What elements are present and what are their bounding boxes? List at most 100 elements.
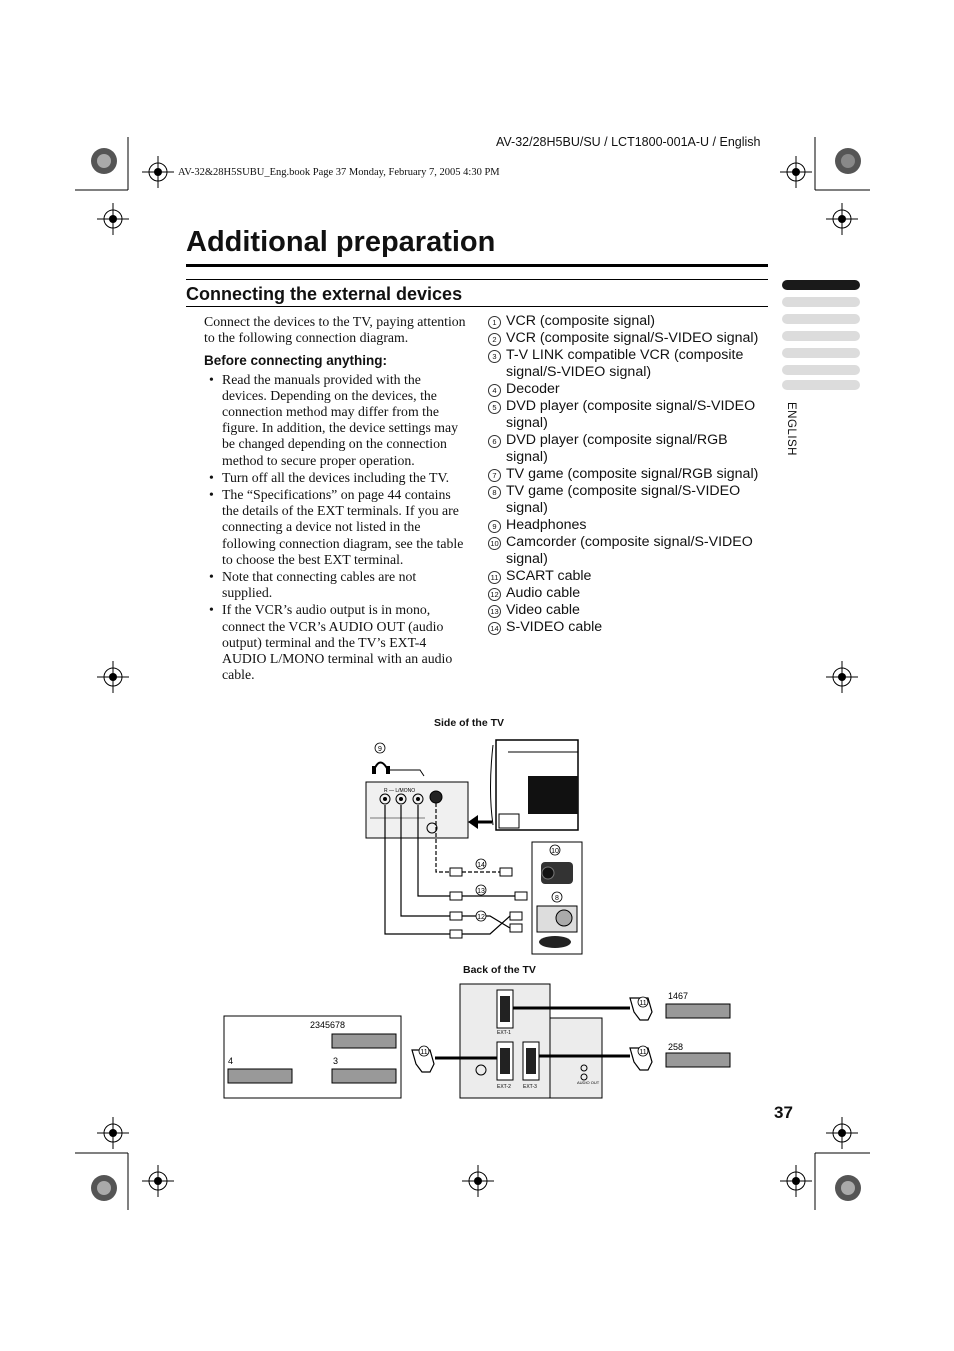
legend-text: VCR (composite signal/S-VIDEO signal) <box>506 330 759 346</box>
page-number: 37 <box>774 1103 793 1122</box>
language-tab <box>782 365 860 375</box>
notes-list: Read the manuals provided with the devic… <box>204 372 466 684</box>
legend-text: Video cable <box>506 602 580 618</box>
legend-text: Headphones <box>506 517 587 533</box>
legend-number: 2 <box>488 333 501 346</box>
legend-item: 10 Camcorder (composite signal/S-VIDEO si… <box>488 534 770 568</box>
callout-audio-cable: 12 <box>477 914 485 921</box>
legend-text: VCR (composite signal) <box>506 313 656 329</box>
instructions-column: Connect the devices to the TV, paying at… <box>204 314 466 684</box>
legend-item: 1 VCR (composite signal) <box>488 313 770 330</box>
callout-scart-cable: 11 <box>639 1049 646 1056</box>
legend-number: 6 <box>488 435 501 448</box>
section-heading: Connecting the external devices <box>186 284 463 304</box>
legend-number: 7 <box>488 469 501 482</box>
legend-number: 4 <box>488 384 501 397</box>
language-tab <box>782 297 860 307</box>
callout-tvlink-vcr: 3 <box>333 1056 338 1066</box>
legend-item: 14 S-VIDEO cable <box>488 619 770 636</box>
side-terminal-panel: R — L/MONO <box>365 781 469 839</box>
section-header: Connecting the external devices <box>186 279 768 307</box>
tv-back-panel: EXT-1 EXT-2 EXT-3 AUDIO OUT <box>459 983 603 1099</box>
language-tab <box>782 331 860 341</box>
cable-plugs <box>449 867 528 939</box>
page-title: Additional preparation <box>186 226 496 258</box>
ext3-device-group: 258 <box>665 1042 731 1068</box>
side-devices-frame: 10 8 <box>531 841 583 955</box>
legend-text: S-VIDEO cable <box>506 619 603 635</box>
ext1-device-group: 1467 <box>665 991 731 1019</box>
crosshair-target-icons <box>97 156 858 1197</box>
ext2-label: EXT-2 <box>497 1084 511 1090</box>
legend-number: 11 <box>488 571 501 584</box>
legend-number: 8 <box>488 486 501 499</box>
print-info-line: AV-32&28H5SUBU_Eng.book Page 37 Monday, … <box>178 167 500 178</box>
legend-number: 1 <box>488 316 501 329</box>
legend-number: 10 <box>488 537 501 550</box>
side-cables <box>384 803 515 935</box>
document-reference: AV-32/28H5BU/SU / LCT1800-001A-U / Engli… <box>496 135 761 149</box>
legend-text: TV game (composite signal/S-VIDEO signal… <box>506 483 741 516</box>
legend-text: Camcorder (composite signal/S-VIDEO sign… <box>506 534 753 567</box>
note-item: Note that connecting cables are not supp… <box>204 569 466 601</box>
device-legend: 1 VCR (composite signal) 2 VCR (composite … <box>488 313 770 636</box>
callout-decoder: 4 <box>228 1056 233 1066</box>
callout-svideo-cable: 14 <box>477 862 485 869</box>
callout-ext3-devices: 258 <box>668 1042 683 1052</box>
callout-headphones: 9 <box>378 746 382 753</box>
language-tab <box>782 314 860 324</box>
legend-text: Decoder <box>506 381 560 397</box>
callout-video-cable: 13 <box>477 888 485 895</box>
before-connecting-heading: Before connecting anything: <box>204 353 388 369</box>
callout-ext1-devices: 1467 <box>668 991 688 1001</box>
side-of-tv-label: Side of the TV <box>434 717 505 729</box>
legend-item: 11 SCART cable <box>488 568 770 585</box>
legend-number: 13 <box>488 605 501 618</box>
note-item: The “Specifications” on page 44 contains… <box>204 487 466 568</box>
color-target-icons <box>91 148 861 1201</box>
note-item: Turn off all the devices including the T… <box>204 470 466 486</box>
legend-number: 12 <box>488 588 501 601</box>
legend-number: 5 <box>488 401 501 414</box>
title-rule <box>186 264 768 267</box>
camcorder-icon <box>541 862 573 884</box>
legend-text: SCART cable <box>506 568 592 584</box>
callout-scart-cable: 11 <box>639 1000 646 1007</box>
audio-out-label: AUDIO OUT <box>577 1080 600 1085</box>
headphones-icon: 9 <box>372 742 425 777</box>
legend-item: 2 VCR (composite signal/S-VIDEO signal) <box>488 330 770 347</box>
tv-set-side-illustration <box>468 739 579 831</box>
language-tab <box>782 380 860 390</box>
legend-text: TV game (composite signal/RGB signal) <box>506 466 759 482</box>
language-tab-english <box>782 280 860 290</box>
callout-game-console: 8 <box>555 895 559 902</box>
legend-text: DVD player (composite signal/RGB signal) <box>506 432 728 465</box>
ext2-device-box: 2345678 4 3 <box>223 1015 402 1099</box>
ext1-label: EXT-1 <box>497 1030 511 1036</box>
game-console-icon <box>536 905 578 948</box>
legend-number: 3 <box>488 350 501 363</box>
ext3-label: EXT-3 <box>523 1084 537 1090</box>
language-label: ENGLISH <box>785 402 797 456</box>
callout-scart-cable: 11 <box>420 1049 427 1056</box>
callout-ext2-devices: 2345678 <box>310 1020 345 1030</box>
intro-paragraph: Connect the devices to the TV, paying at… <box>204 314 466 346</box>
legend-text: T-V LINK compatible VCR (composite signa… <box>506 347 744 380</box>
legend-item: 4 Decoder <box>488 381 770 398</box>
language-tab <box>782 348 860 358</box>
legend-item: 3 T-V LINK compatible VCR (composite sign… <box>488 347 770 381</box>
side-audio-label: R — L/MONO <box>384 788 415 794</box>
note-item: Read the manuals provided with the devic… <box>204 372 466 469</box>
legend-item: 5 DVD player (composite signal/S-VIDEO si… <box>488 398 770 432</box>
legend-item: 8 TV game (composite signal/S-VIDEO signa… <box>488 483 770 517</box>
legend-item: 7 TV game (composite signal/RGB signal) <box>488 466 770 483</box>
legend-item: 6 DVD player (composite signal/RGB signal… <box>488 432 770 466</box>
legend-text: DVD player (composite signal/S-VIDEO sig… <box>506 398 756 431</box>
back-of-tv-label: Back of the TV <box>463 964 536 976</box>
legend-number: 14 <box>488 622 501 635</box>
callout-camcorder: 10 <box>551 848 559 855</box>
